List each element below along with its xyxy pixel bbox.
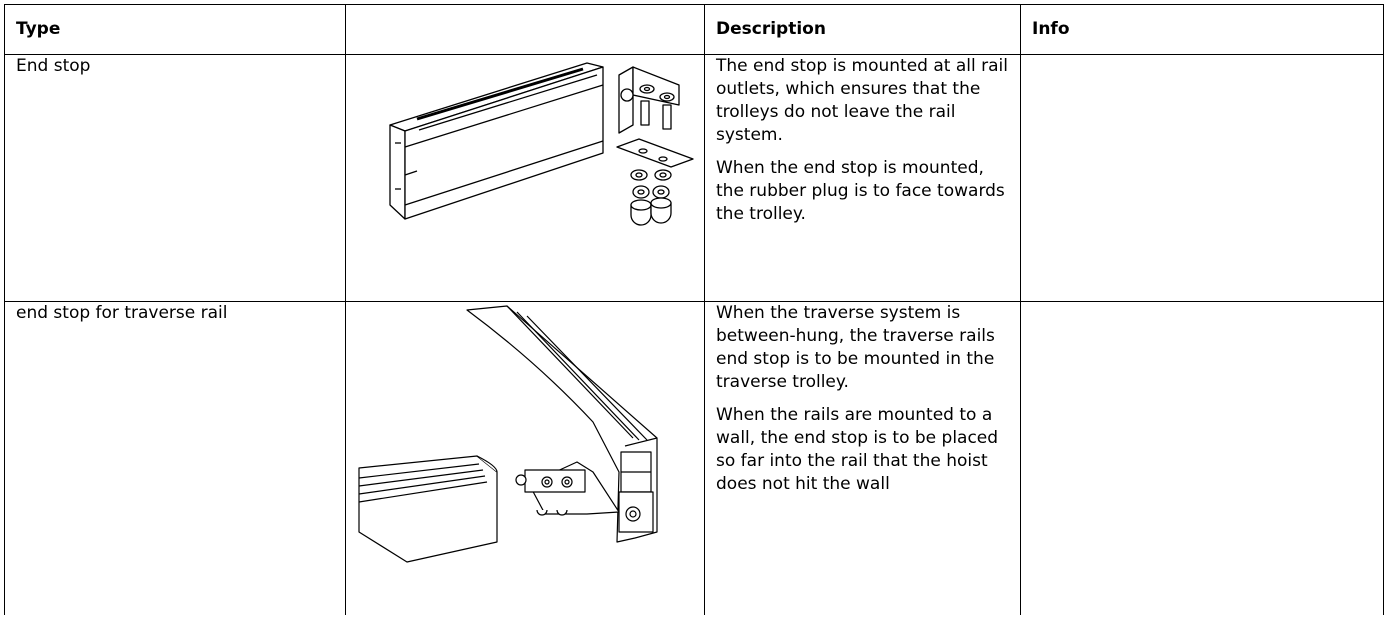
description-paragraph: When the end stop is mounted, the rubber… [716, 158, 1005, 224]
type-cell: End stop [4, 54, 346, 302]
table-row: end stop for traverse rail [4, 301, 1384, 615]
info-cell [1020, 54, 1384, 302]
description-cell: When the traverse system is between-hung… [704, 301, 1021, 615]
table-header-row: Type Description Info [4, 4, 1384, 55]
image-cell [345, 54, 705, 302]
description-paragraph: The end stop is mounted at all rail outl… [716, 56, 1008, 145]
header-info: Info [1020, 4, 1384, 55]
description-paragraph: When the rails are mounted to a wall, th… [716, 405, 999, 494]
info-cell [1020, 301, 1384, 615]
header-type: Type [4, 4, 346, 55]
description-paragraph: When the traverse system is between-hung… [716, 303, 995, 392]
table-row: End stop [4, 54, 1384, 302]
header-image [345, 4, 705, 55]
image-cell [345, 301, 705, 615]
header-description: Description [704, 4, 1021, 55]
description-cell: The end stop is mounted at all rail outl… [704, 54, 1021, 302]
end-stop-illustration [389, 62, 694, 226]
type-cell: end stop for traverse rail [4, 301, 346, 615]
component-table: Type Description Info End stop [4, 4, 1384, 615]
traverse-end-stop-illustration [358, 305, 658, 563]
